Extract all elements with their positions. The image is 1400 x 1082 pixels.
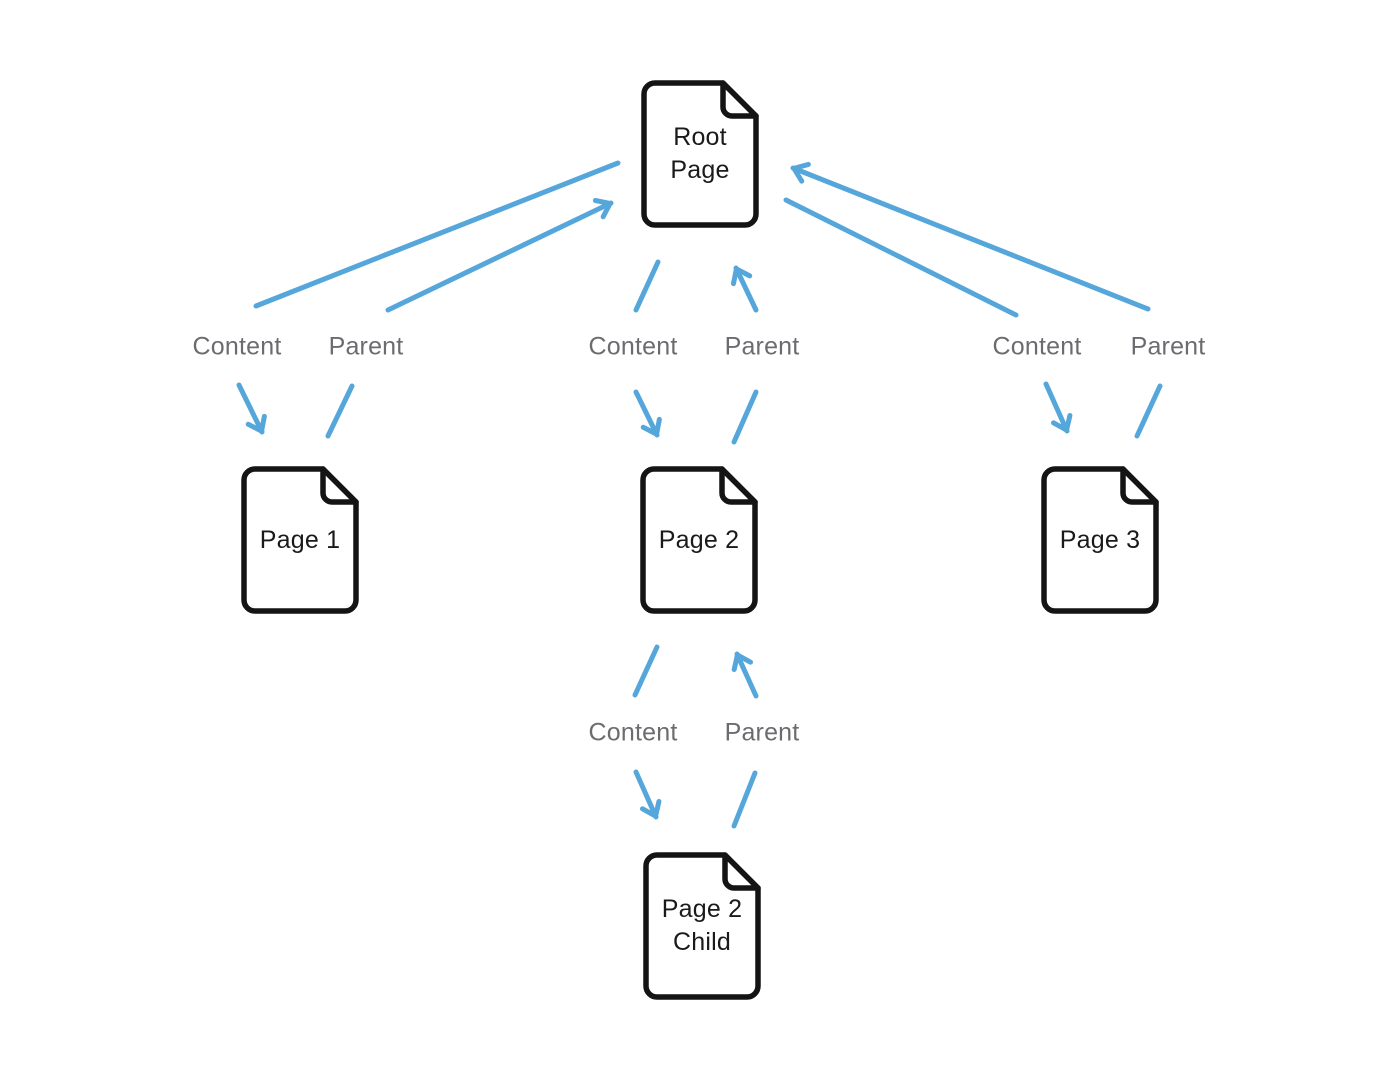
arrow-line-with-head: [633, 389, 662, 438]
arrow-line: [253, 160, 621, 309]
node-root-page: Root Page: [641, 80, 759, 228]
edge-label-parent: Parent: [328, 332, 404, 361]
arrow-line-with-head: [236, 382, 267, 435]
edge-label-parent: Parent: [724, 332, 800, 361]
arrow-line: [632, 644, 660, 698]
edge-label-content: Content: [588, 332, 678, 361]
arrow-line-with-head: [731, 651, 759, 699]
node-label: Root Page: [670, 123, 730, 184]
arrow-line-with-head: [790, 161, 1151, 312]
arrow-line: [1134, 383, 1163, 439]
node-page-2-child: Page 2 Child: [643, 852, 761, 1000]
node-page-3: Page 3: [1041, 466, 1159, 614]
edge-label-content: Content: [588, 718, 678, 747]
edge-label-parent: Parent: [724, 718, 800, 747]
node-page-2: Page 2: [640, 466, 758, 614]
arrow-line-with-head: [1043, 381, 1073, 434]
arrow-line: [731, 770, 758, 829]
arrow-line: [633, 259, 661, 313]
arrow-line-with-head: [633, 769, 662, 820]
node-label: Page 1: [259, 525, 341, 554]
arrow-line: [783, 197, 1019, 318]
edge-label-parent: Parent: [1130, 332, 1206, 361]
node-label: Page 3: [1059, 525, 1141, 554]
arrow-line: [325, 383, 355, 439]
node-label: Page 2 Child: [661, 895, 743, 956]
arrow-line: [731, 389, 759, 445]
arrow-line-with-head: [730, 265, 759, 313]
node-label: Page 2: [658, 525, 740, 554]
edge-label-content: Content: [992, 332, 1082, 361]
arrow-line-with-head: [385, 198, 614, 313]
node-page-1: Page 1: [241, 466, 359, 614]
edge-label-content: Content: [192, 332, 282, 361]
